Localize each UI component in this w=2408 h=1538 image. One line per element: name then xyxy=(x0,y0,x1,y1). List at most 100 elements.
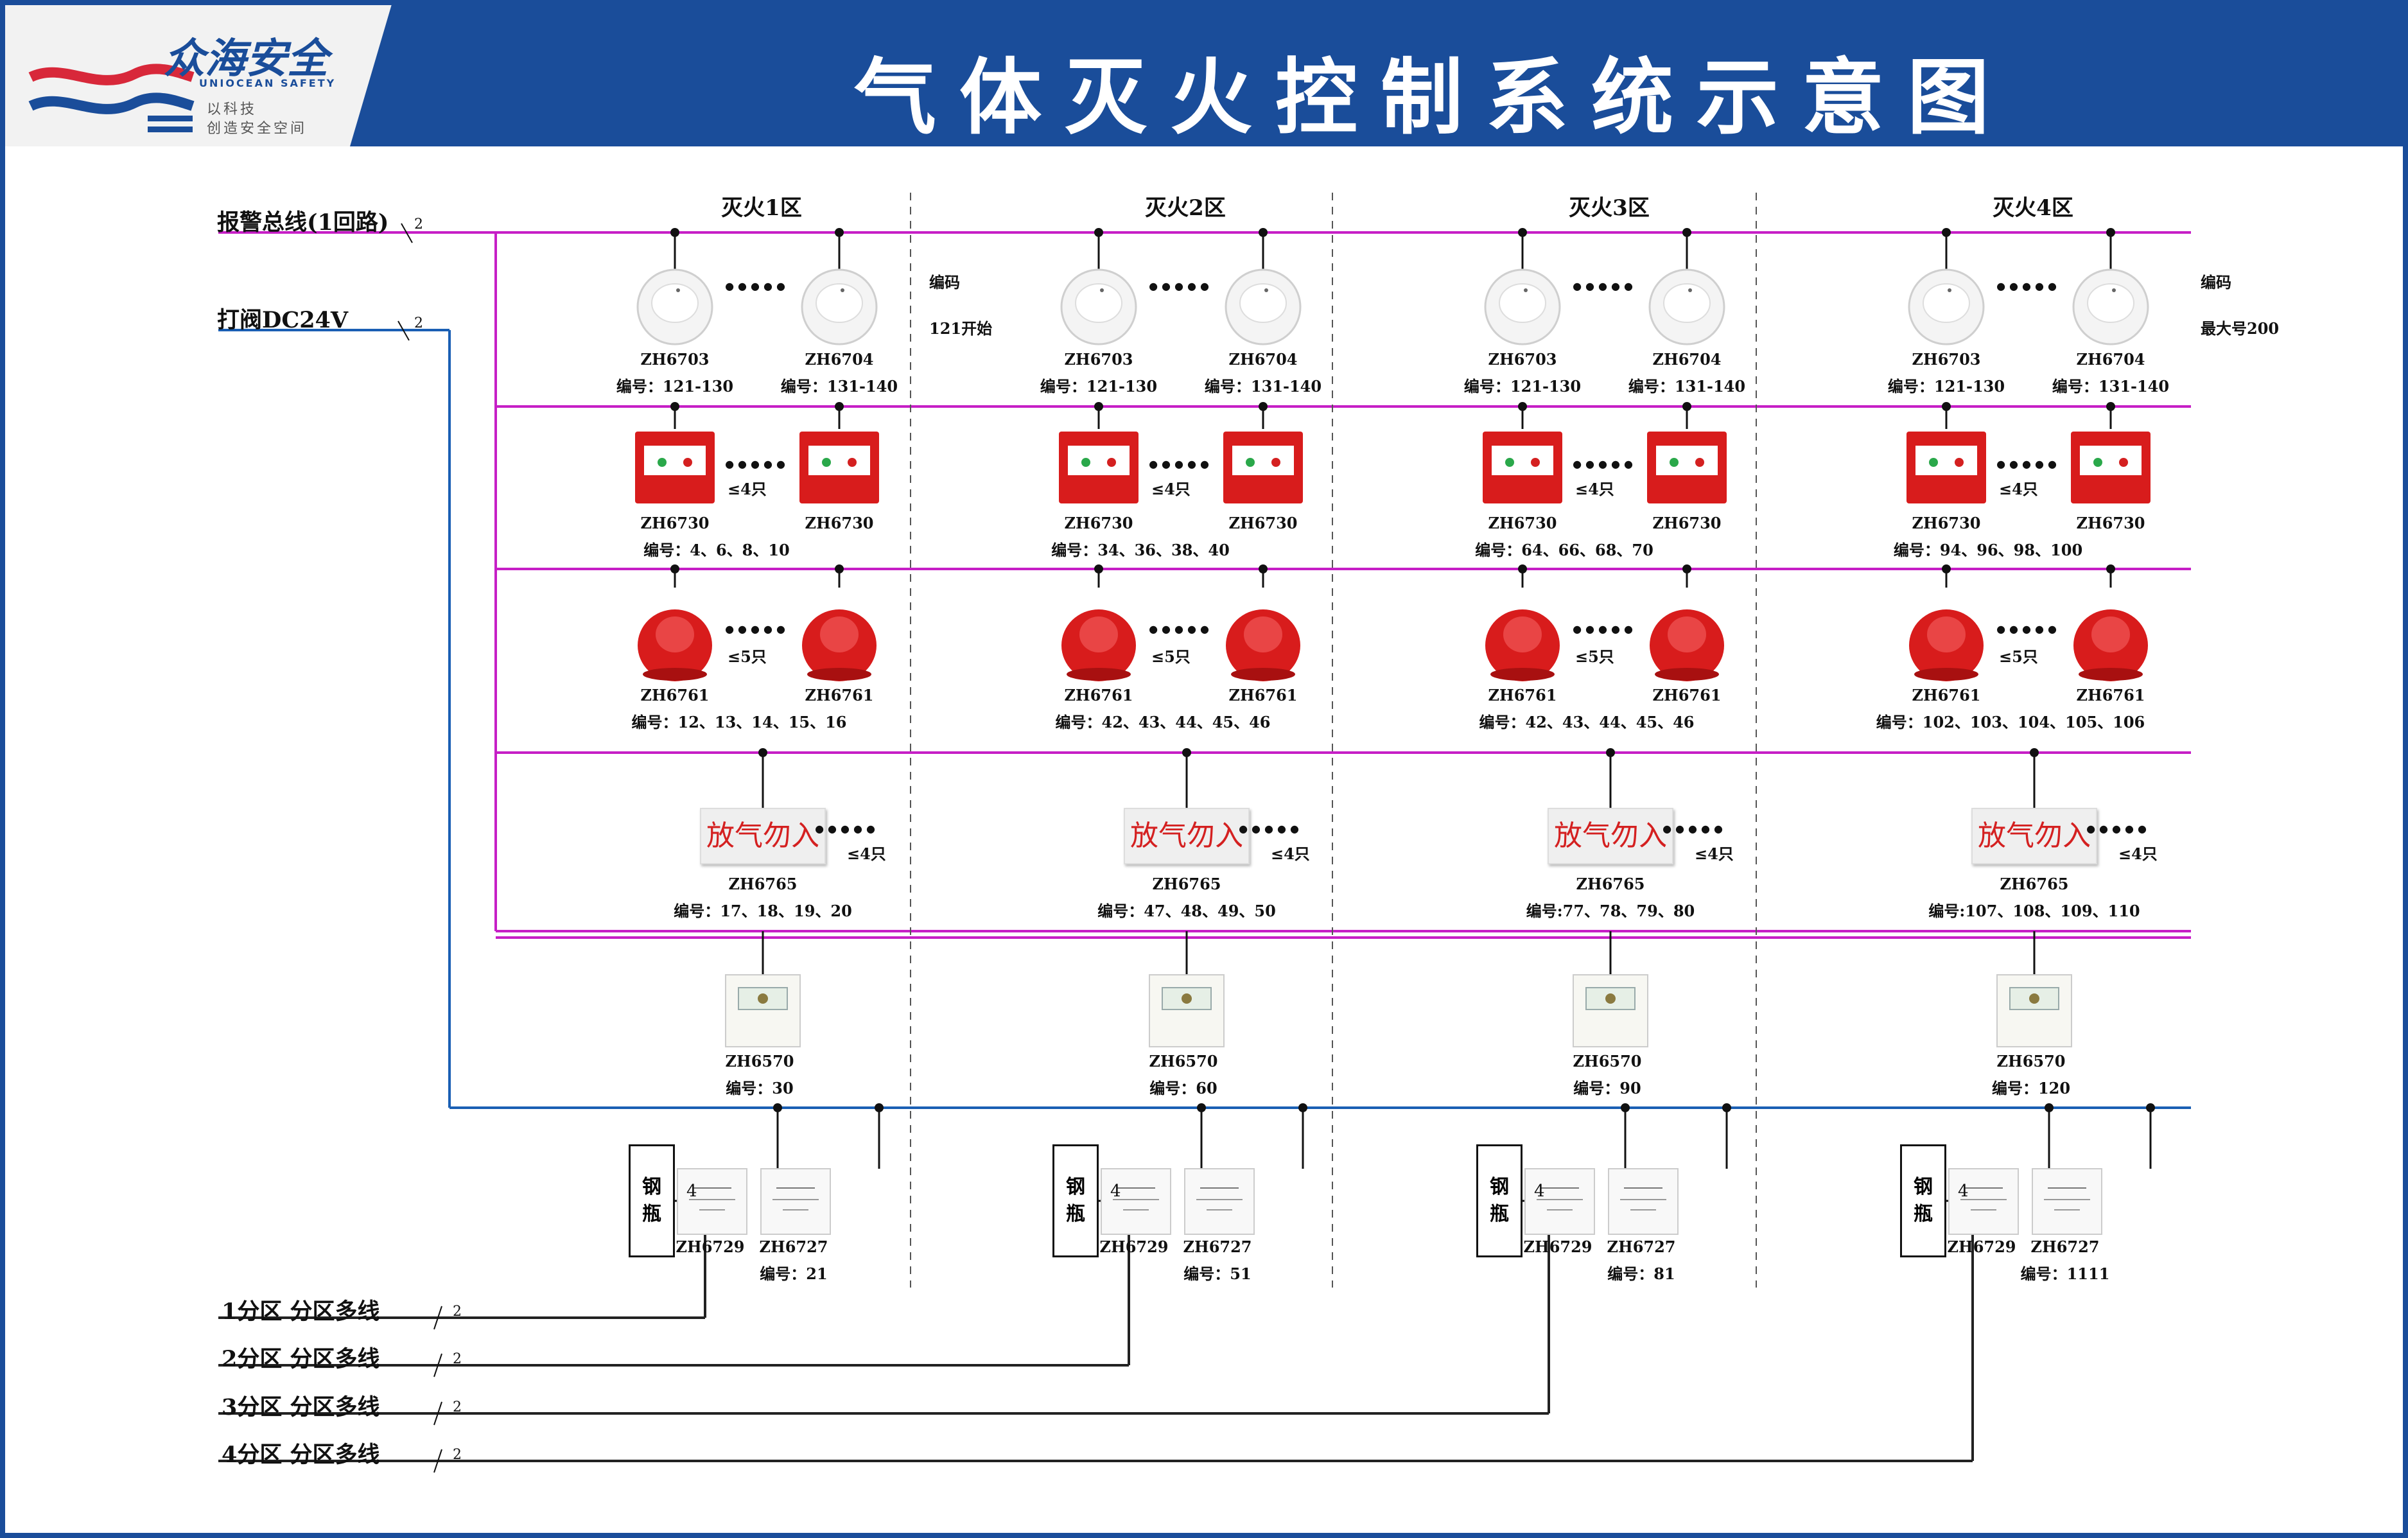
zone-1-sounder-b-base xyxy=(807,668,871,681)
zone-4-button-b-model: ZH6730 xyxy=(2076,514,2145,532)
zone-3-release-sign: 放气勿入 xyxy=(1548,808,1673,864)
multiline-slash-1 xyxy=(433,1306,442,1330)
zone-2-button-a-model: ZH6730 xyxy=(1064,514,1133,532)
zone-4-smoke-b-model: ZH6704 xyxy=(2076,350,2145,369)
zone-2-module-b-model: ZH6727 xyxy=(1183,1237,1252,1256)
zone-4-smoke-detector-b-led xyxy=(2112,288,2116,292)
zone-1-sounder-count: ≤5只 xyxy=(728,647,767,666)
zone-2-sign-count: ≤4只 xyxy=(1271,844,1310,863)
zone-2-smoke-detector-b-cap xyxy=(1239,283,1287,323)
zone-2-smoke-detector-a-cap xyxy=(1075,283,1122,323)
zone-3-sign-count: ≤4只 xyxy=(1695,844,1734,863)
zone-3-panel-model: ZH6570 xyxy=(1573,1052,1642,1070)
zone-3-manual-button-b-window xyxy=(1656,446,1718,475)
zone-3-sounder-dots: ●●●●● xyxy=(1573,623,1637,635)
zone-2-cylinder-wire-count: 4 xyxy=(1110,1182,1121,1201)
zone-3-sounder-number: 编号：42、43、44、45、46 xyxy=(1479,713,1695,731)
logo-wave-icon xyxy=(28,64,195,132)
zone-3-smoke-b-model: ZH6704 xyxy=(1652,350,1722,369)
zone-4-button-count: ≤4只 xyxy=(1999,480,2038,498)
valve-bus-label: 打阀DC24V xyxy=(217,307,349,333)
zone-2-control-panel-icon xyxy=(1149,974,1225,1047)
zone-2-smoke-detector-a-led xyxy=(1100,288,1104,292)
zone-1-button-count: ≤4只 xyxy=(728,480,767,498)
zone-3-sign-number: 编号:77、78、79、80 xyxy=(1526,902,1695,920)
zone-2-button-number: 编号：34、36、38、40 xyxy=(1051,541,1230,559)
zone-3-module-a-model: ZH6729 xyxy=(1523,1237,1592,1256)
zone-4-sounder-a-dome xyxy=(1927,616,1966,652)
zone-2-sounder-count: ≤5只 xyxy=(1151,647,1191,666)
zone-2-release-sign: 放气勿入 xyxy=(1124,808,1250,864)
zone-4-module-a-icon xyxy=(1948,1168,2019,1235)
zone-3-cylinder-wire-count: 4 xyxy=(1534,1182,1545,1201)
zone-1-release-sign: 放气勿入 xyxy=(700,808,826,864)
zone-4-sign-dots: ●●●●● xyxy=(2086,823,2151,835)
zone-1-cylinder-label-1: 钢 xyxy=(642,1176,661,1198)
zone-1-smoke-dots: ●●●●● xyxy=(725,280,789,292)
zone-3-manual-button-a-window xyxy=(1492,446,1553,475)
zone-1-sign-number: 编号：17、18、19、20 xyxy=(674,902,852,920)
zone-1-sounder-a-dome xyxy=(656,616,694,652)
zone-3-button-number: 编号：64、66、68、70 xyxy=(1475,541,1653,559)
zone-4-smoke-detector-a-led xyxy=(1948,288,1951,292)
zone-4-gas-cylinder: 钢瓶 xyxy=(1900,1144,1946,1257)
zone-1-panel-number: 编号：30 xyxy=(726,1079,794,1097)
zone-1-manual-button-a-window xyxy=(644,446,706,475)
multiline-wires-1: 2 xyxy=(453,1304,462,1320)
zone-4-smoke-a-number: 编号：121-130 xyxy=(1887,377,2005,396)
zone-3-smoke-detector-b-cap xyxy=(1663,283,1711,323)
wiring xyxy=(218,193,2191,1473)
zone-4-control-panel-icon xyxy=(1996,974,2072,1047)
zone-4-manual-button-a-stop xyxy=(1955,458,1964,467)
zone-3-button-dots: ●●●●● xyxy=(1573,458,1637,470)
zone-2-sign-dots: ●●●●● xyxy=(1239,823,1303,835)
zone-4-control-panel-key xyxy=(2029,993,2039,1004)
zone-2-cylinder-label-1: 钢 xyxy=(1066,1176,1085,1198)
zone-3-sounder-a-model: ZH6761 xyxy=(1488,686,1557,704)
zone-2-gas-cylinder: 钢瓶 xyxy=(1052,1144,1099,1257)
zone-3-smoke-b-number: 编号：131-140 xyxy=(1628,377,1746,396)
zone-3-sounder-b-base xyxy=(1655,668,1719,681)
zone-1-smoke-a-number: 编号：121-130 xyxy=(616,377,734,396)
zone-2-manual-button-b-stop xyxy=(1271,458,1280,467)
zone-4-sounder-a-base xyxy=(1914,668,1978,681)
zone-1-manual-button-b-start xyxy=(822,458,831,467)
zone-4-panel-number: 编号：120 xyxy=(1991,1079,2071,1097)
zone-2-title: 灭火2区 xyxy=(1145,195,1226,221)
zone-1-gas-cylinder: 钢瓶 xyxy=(629,1144,675,1257)
zone-4-sounder-number: 编号：102、103、104、105、106 xyxy=(1876,713,2145,731)
zone-3-smoke-dots: ●●●●● xyxy=(1573,280,1637,292)
multiline-wires-3: 2 xyxy=(453,1399,462,1415)
zone-1-note-2: 121开始 xyxy=(929,319,993,338)
zone-4-smoke-a-model: ZH6703 xyxy=(1912,350,1981,369)
zone-2-module-a-model: ZH6729 xyxy=(1099,1237,1169,1256)
zone-1-button-b-model: ZH6730 xyxy=(805,514,874,532)
zone-1-sign-count: ≤4只 xyxy=(847,844,886,863)
multiline-wires-4: 2 xyxy=(453,1447,462,1463)
zone-3-sounder-count: ≤5只 xyxy=(1575,647,1614,666)
multiline-label-4: 4分区 分区多线 xyxy=(222,1442,380,1468)
zone-3-module-b-model: ZH6727 xyxy=(1607,1237,1676,1256)
zone-2-sounder-b-base xyxy=(1231,668,1295,681)
zone-1-panel-model: ZH6570 xyxy=(725,1052,794,1070)
zone-3-smoke-detector-b-led xyxy=(1688,288,1692,292)
zone-1-smoke-detector-b-led xyxy=(841,288,844,292)
zone-3-cylinder-label-2: 瓶 xyxy=(1490,1203,1509,1225)
zone-4-manual-button-b-stop xyxy=(2119,458,2128,467)
zone-1-cylinder-wire-count: 4 xyxy=(686,1182,697,1201)
zone-1-module-a-model: ZH6729 xyxy=(676,1237,745,1256)
zone-3-sounder-a-base xyxy=(1490,668,1555,681)
zone-3-sign-model: ZH6765 xyxy=(1576,875,1645,893)
zone-4-smoke-detector-b-cap xyxy=(2087,283,2134,323)
multiline-slash-2 xyxy=(433,1353,442,1377)
zone-1-manual-button-b-stop xyxy=(848,458,857,467)
zone-3-sounder-b-model: ZH6761 xyxy=(1652,686,1722,704)
zone-1-button-number: 编号：4、6、8、10 xyxy=(643,541,790,559)
zone-2-manual-button-a-stop xyxy=(1107,458,1116,467)
zone-2-sounder-a-dome xyxy=(1079,616,1118,652)
zone-2-panel-number: 编号：60 xyxy=(1149,1079,1217,1097)
page-title: 气体灭火控制系统示意图 xyxy=(854,50,2013,146)
zone-3-sounder-b-dome xyxy=(1668,616,1706,652)
